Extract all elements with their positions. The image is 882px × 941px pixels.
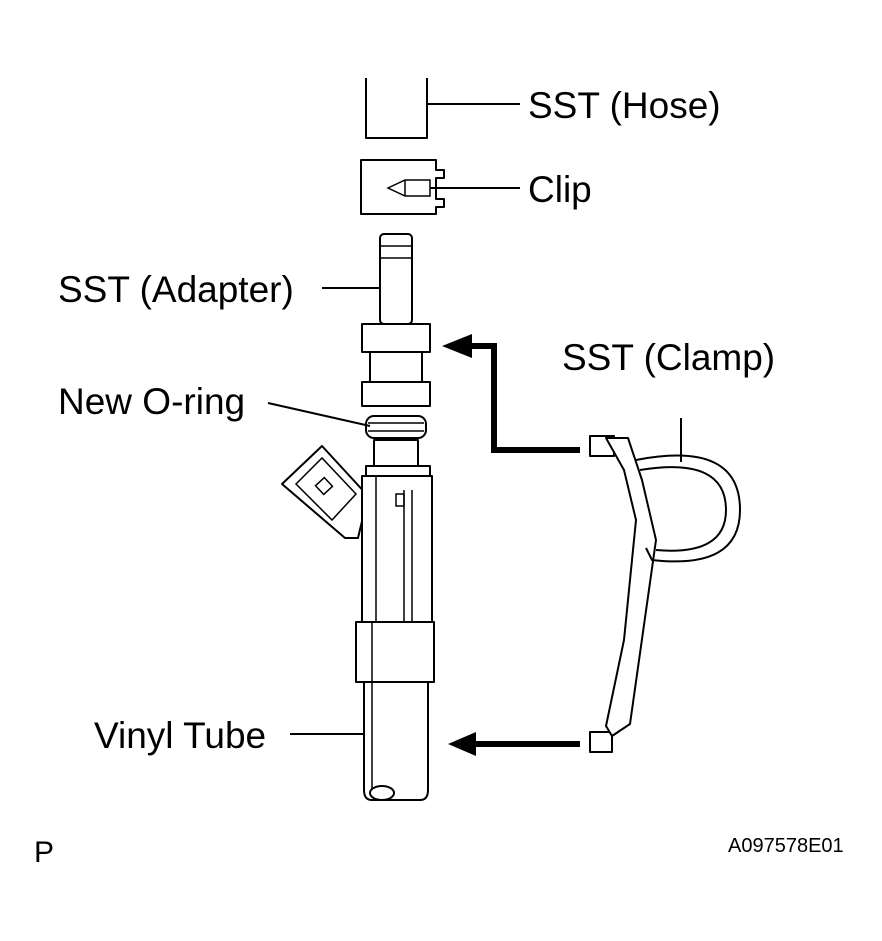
sst-adapter [361, 233, 431, 407]
label-new-o-ring: New O-ring [58, 381, 245, 422]
sst-hose [365, 78, 428, 139]
fuel-injector [281, 439, 435, 683]
label-vinyl-tube: Vinyl Tube [94, 715, 266, 756]
figure-id: A097578E01 [728, 835, 844, 857]
label-sst-hose: SST (Hose) [528, 85, 721, 126]
label-sst-clamp: SST (Clamp) [562, 337, 775, 378]
vinyl-tube [363, 681, 429, 801]
label-clip: Clip [528, 169, 592, 210]
upper-arrow [442, 334, 580, 453]
corner-letter: P [34, 836, 54, 869]
clip [360, 159, 445, 215]
sst-clamp [589, 435, 742, 753]
lower-arrow [448, 732, 580, 756]
label-sst-adapter: SST (Adapter) [58, 269, 294, 310]
o-ring [365, 415, 427, 439]
oring-leader-line [267, 402, 371, 427]
